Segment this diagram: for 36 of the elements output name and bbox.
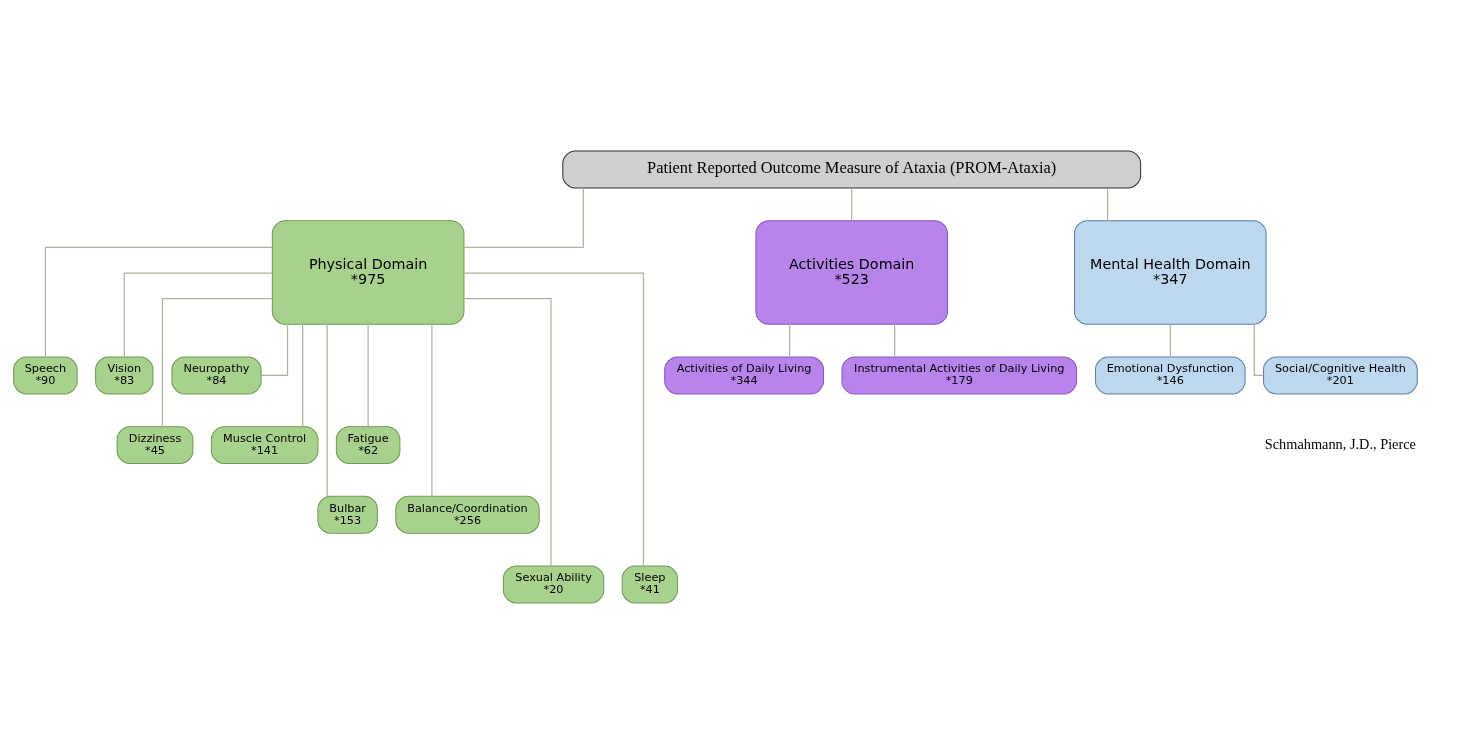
node-box: Vision *83 xyxy=(95,356,154,394)
connector xyxy=(463,271,645,567)
node-box: Dizziness *45 xyxy=(116,425,194,464)
connector xyxy=(463,186,584,248)
connector xyxy=(123,271,273,357)
node-box: Activities of Daily Living *344 xyxy=(664,356,824,394)
node-box: Mental Health Domain *347 xyxy=(1074,219,1267,325)
connector xyxy=(44,246,273,357)
node-box: Neuropathy *84 xyxy=(171,356,262,394)
connector xyxy=(789,323,791,357)
node-box: Instrumental Activities of Daily Living *179 xyxy=(841,356,1078,394)
node-box: Physical Domain *975 xyxy=(271,219,465,325)
connector xyxy=(326,323,328,497)
node-box: Patient Reported Outcome Measure of Ataxia (PROM-Ataxia) xyxy=(562,150,1142,188)
node-box: Emotional Dysfunction *146 xyxy=(1095,356,1246,394)
node-box: Speech *90 xyxy=(13,356,78,394)
connector xyxy=(894,323,896,357)
node-box: Sleep *41 xyxy=(621,565,679,603)
node-box: Fatigue *62 xyxy=(335,425,401,464)
label: Schmahmann, J.D., Pierce xyxy=(1264,435,1416,452)
connector xyxy=(431,323,433,497)
node-box: Social/Cognitive Health *201 xyxy=(1263,356,1418,394)
connector xyxy=(260,323,289,376)
node-box: Activities Domain *523 xyxy=(755,219,948,325)
connector xyxy=(463,297,552,566)
node-box: Sexual Ability *20 xyxy=(502,565,605,603)
connector xyxy=(1169,323,1171,357)
connector xyxy=(851,187,853,221)
connector xyxy=(1253,323,1265,376)
connector xyxy=(1106,187,1109,221)
connector xyxy=(302,323,304,427)
connector xyxy=(367,323,369,427)
node-box: Balance/Coordination *256 xyxy=(395,495,540,534)
node-box: Bulbar *153 xyxy=(317,495,378,534)
connector xyxy=(161,297,273,427)
node-box: Muscle Control *141 xyxy=(210,425,319,464)
